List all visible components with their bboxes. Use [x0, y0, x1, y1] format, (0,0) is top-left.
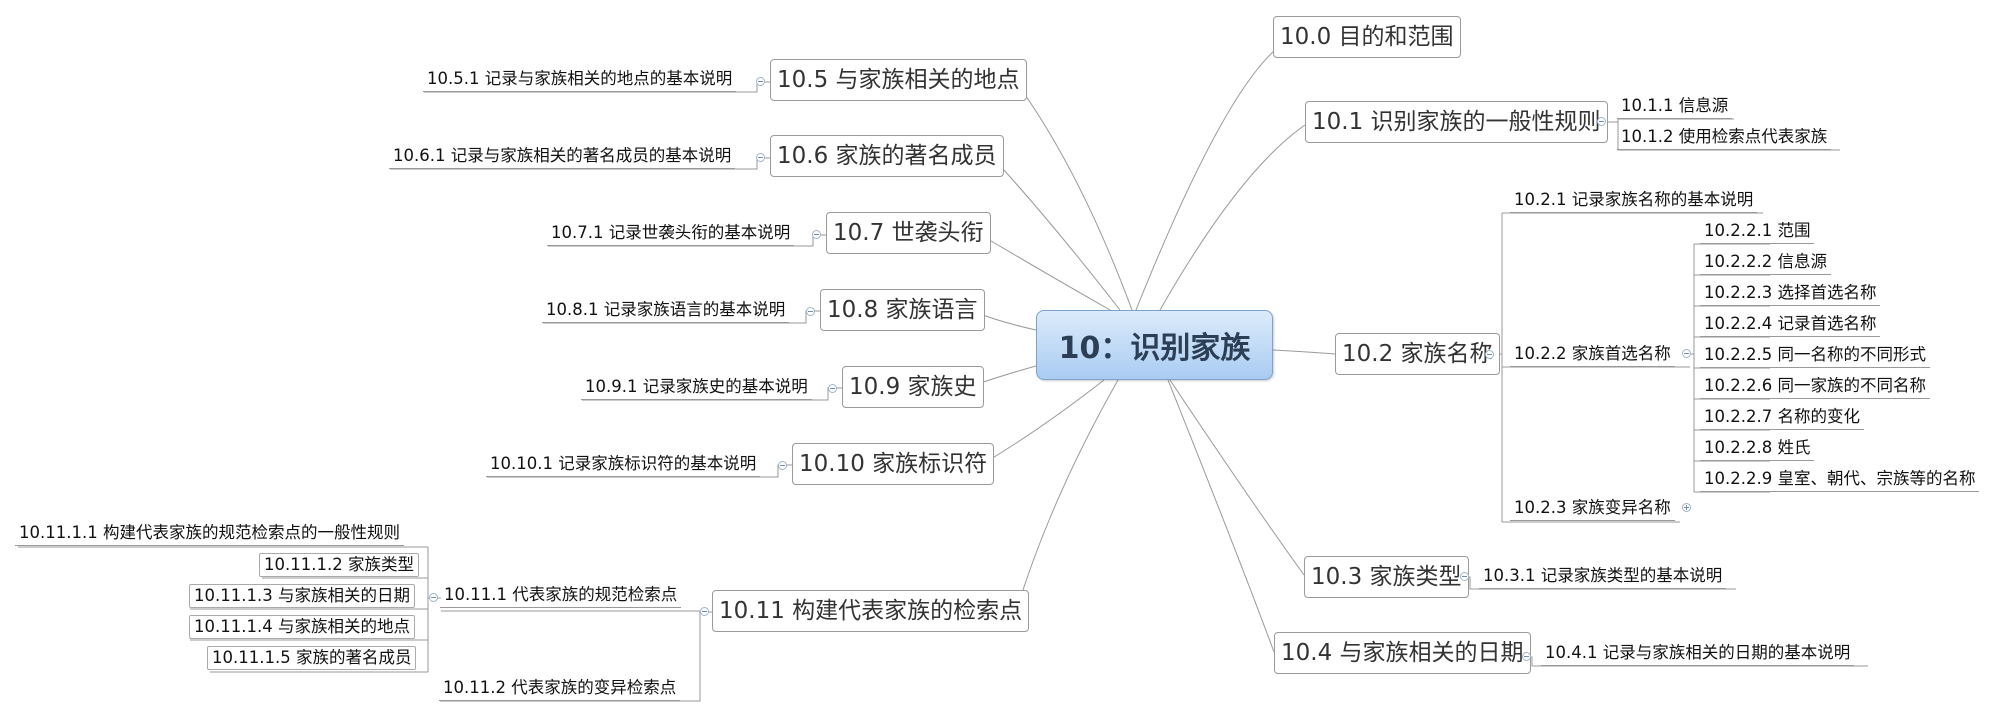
- collapse-toggle-icon[interactable]: [828, 384, 837, 393]
- topic-10-6-1[interactable]: 10.6.1 记录与家族相关的著名成员的基本说明: [389, 145, 736, 169]
- topic-10-11-1-4[interactable]: 10.11.1.4 与家族相关的地点: [189, 615, 415, 639]
- topic-10-2-3[interactable]: 10.2.3 家族变异名称: [1510, 497, 1675, 521]
- topic-10-2-2[interactable]: 10.2.2 家族首选名称: [1510, 343, 1675, 367]
- topic-10-4-1[interactable]: 10.4.1 记录与家族相关的日期的基本说明: [1541, 642, 1855, 666]
- topic-10-0[interactable]: 10.0 目的和范围: [1273, 16, 1461, 58]
- topic-10-2-2-7[interactable]: 10.2.2.7 名称的变化: [1700, 406, 1864, 430]
- topic-10-1-2[interactable]: 10.1.2 使用检索点代表家族: [1617, 126, 1832, 150]
- collapse-toggle-icon[interactable]: [1485, 350, 1494, 359]
- topic-10-2-2-2[interactable]: 10.2.2.2 信息源: [1700, 251, 1831, 275]
- collapse-toggle-icon[interactable]: [1522, 652, 1531, 661]
- topic-10-6[interactable]: 10.6 家族的著名成员: [770, 135, 1004, 177]
- topic-10-11-1-5[interactable]: 10.11.1.5 家族的著名成员: [207, 646, 417, 670]
- topic-10-9-1[interactable]: 10.9.1 记录家族史的基本说明: [581, 376, 812, 400]
- topic-10-7[interactable]: 10.7 世袭头衔: [826, 212, 991, 254]
- topic-10-5[interactable]: 10.5 与家族相关的地点: [770, 59, 1027, 101]
- collapse-toggle-icon[interactable]: [429, 593, 438, 602]
- topic-10-2-2-3[interactable]: 10.2.2.3 选择首选名称: [1700, 282, 1881, 306]
- topic-10-2-2-4[interactable]: 10.2.2.4 记录首选名称: [1700, 313, 1881, 337]
- collapse-toggle-icon[interactable]: [700, 607, 709, 616]
- collapse-toggle-icon[interactable]: [778, 461, 787, 470]
- central-topic[interactable]: 10：识别家族: [1036, 310, 1273, 380]
- topic-10-10[interactable]: 10.10 家族标识符: [792, 443, 995, 485]
- topic-10-1[interactable]: 10.1 识别家族的一般性规则: [1305, 101, 1608, 143]
- topic-10-2-2-5[interactable]: 10.2.2.5 同一名称的不同形式: [1700, 344, 1930, 368]
- topic-10-11-2[interactable]: 10.11.2 代表家族的变异检索点: [439, 677, 681, 701]
- topic-10-11[interactable]: 10.11 构建代表家族的检索点: [712, 590, 1030, 632]
- topic-10-3-1[interactable]: 10.3.1 记录家族类型的基本说明: [1479, 565, 1727, 589]
- collapse-toggle-icon[interactable]: [756, 77, 765, 86]
- topic-10-3[interactable]: 10.3 家族类型: [1304, 556, 1469, 598]
- topic-10-8[interactable]: 10.8 家族语言: [820, 289, 985, 331]
- topic-10-10-1[interactable]: 10.10.1 记录家族标识符的基本说明: [486, 453, 761, 477]
- collapse-toggle-icon[interactable]: [756, 153, 765, 162]
- topic-10-8-1[interactable]: 10.8.1 记录家族语言的基本说明: [542, 299, 790, 323]
- topic-10-2-2-1[interactable]: 10.2.2.1 范围: [1700, 220, 1815, 244]
- topic-10-2[interactable]: 10.2 家族名称: [1335, 333, 1500, 375]
- topic-10-11-1-3[interactable]: 10.11.1.3 与家族相关的日期: [189, 584, 415, 608]
- collapse-toggle-icon[interactable]: [1597, 117, 1606, 126]
- topic-10-11-1-1[interactable]: 10.11.1.1 构建代表家族的规范检索点的一般性规则: [15, 522, 404, 546]
- collapse-toggle-icon[interactable]: [812, 230, 821, 239]
- topic-10-1-1[interactable]: 10.1.1 信息源: [1617, 95, 1733, 119]
- topic-10-5-1[interactable]: 10.5.1 记录与家族相关的地点的基本说明: [423, 68, 737, 92]
- topic-10-11-1[interactable]: 10.11.1 代表家族的规范检索点: [440, 584, 682, 608]
- topic-10-7-1[interactable]: 10.7.1 记录世袭头衔的基本说明: [547, 222, 795, 246]
- collapse-toggle-icon[interactable]: [1460, 572, 1469, 581]
- topic-10-11-1-2[interactable]: 10.11.1.2 家族类型: [259, 553, 419, 577]
- topic-10-4[interactable]: 10.4 与家族相关的日期: [1274, 632, 1531, 674]
- topic-10-2-2-9[interactable]: 10.2.2.9 皇室、朝代、宗族等的名称: [1700, 468, 1980, 492]
- topic-10-2-2-6[interactable]: 10.2.2.6 同一家族的不同名称: [1700, 375, 1930, 399]
- topic-10-9[interactable]: 10.9 家族史: [842, 366, 984, 408]
- expand-toggle-icon[interactable]: [1682, 503, 1691, 512]
- collapse-toggle-icon[interactable]: [1682, 349, 1691, 358]
- collapse-toggle-icon[interactable]: [806, 307, 815, 316]
- topic-10-2-2-8[interactable]: 10.2.2.8 姓氏: [1700, 437, 1815, 461]
- topic-10-2-1[interactable]: 10.2.1 记录家族名称的基本说明: [1510, 189, 1758, 213]
